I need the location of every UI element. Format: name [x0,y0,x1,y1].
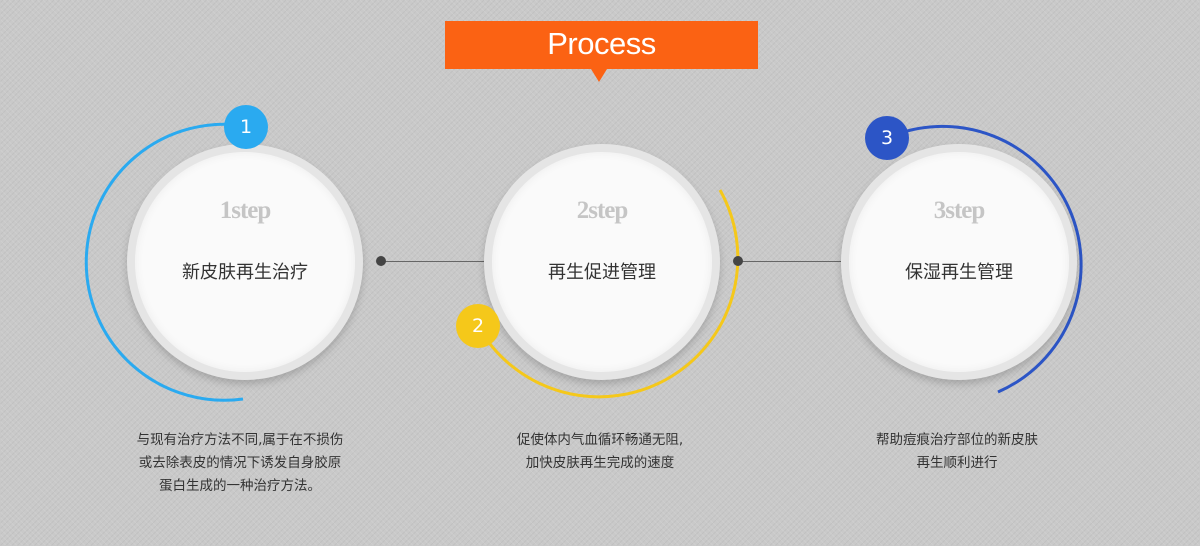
step-3-arc [886,124,1083,394]
step-2-arc [476,189,740,399]
connector-dot-2 [733,256,743,266]
step-2-title: 再生促进管理 [548,262,656,283]
connector-line-1 [381,261,485,262]
step-1-arc [84,122,247,402]
step-1-circle: 1step 新皮肤再生治疗 [127,144,363,380]
banner-pointer [591,69,607,82]
step-1-badge: 1 [224,105,268,149]
step-3-circle: 3step 保湿再生管理 [841,144,1077,380]
connector-dot-1 [376,256,386,266]
process-banner: Process [445,21,758,69]
step-1-label: 1step [219,197,272,224]
step-1-description: 与现有治疗方法不同,属于在不损伤 或去除表皮的情况下诱发自身胶原 蛋白生成的一种… [136,432,344,494]
step-3-badge: 3 [865,116,909,160]
step-2-label: 2step [576,197,629,224]
step-3-label: 3step [933,197,986,224]
step-3-title: 保湿再生管理 [905,262,1013,283]
step-2-description: 促使体内气血循环畅通无阻, 加快皮肤再生完成的速度 [516,432,684,471]
step-1-title: 新皮肤再生治疗 [182,262,308,283]
step-2-badge: 2 [456,304,500,348]
step-3-description: 帮助痘痕治疗部位的新皮肤 再生顺利进行 [876,432,1038,471]
connector-line-2 [738,261,842,262]
step-2-circle: 2step 再生促进管理 [484,144,720,380]
